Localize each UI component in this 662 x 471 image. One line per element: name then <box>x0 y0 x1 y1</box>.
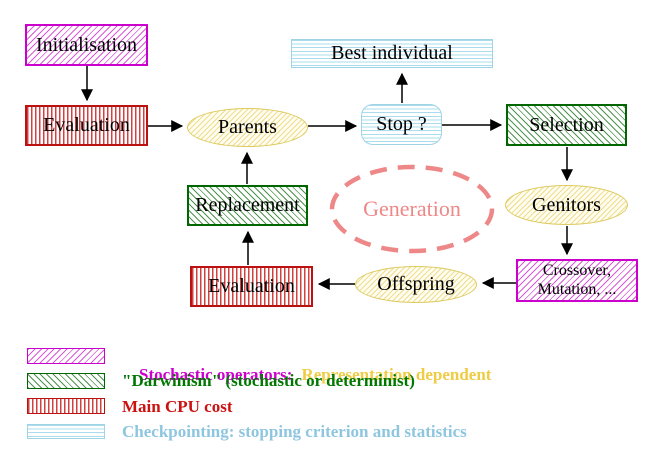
legend-text-representation: Representation dependent <box>301 365 492 384</box>
legend-swatch-darwinism <box>27 373 105 389</box>
node-crossover-mutation: Crossover, Mutation, ... <box>516 259 638 302</box>
legend-label-darwinism: "Darwinism" (stochastic or determinist) <box>122 371 415 390</box>
node-stop: Stop ? <box>361 104 442 145</box>
legend-label-checkpointing: Checkpointing: stopping criterion and st… <box>122 422 467 441</box>
node-parents: Parents <box>187 108 308 147</box>
legend-label-stochastic-operators: Stochastic operators: Representation depe… <box>122 345 491 405</box>
legend-swatch-checkpointing <box>27 424 105 439</box>
legend-label-main-cpu-cost: Main CPU cost <box>122 397 233 416</box>
node-evaluation-bottom: Evaluation <box>190 266 313 307</box>
crossover-line2: Mutation, ... <box>537 280 617 298</box>
legend-swatch-stochastic-operators <box>27 348 105 364</box>
crossover-line1: Crossover, <box>542 262 612 280</box>
node-best-individual: Best individual <box>291 39 493 68</box>
node-offspring: Offspring <box>355 266 477 303</box>
node-genitors: Genitors <box>505 185 628 225</box>
node-selection: Selection <box>506 104 627 146</box>
generation-dashed-ellipse <box>329 164 495 254</box>
node-evaluation-top: Evaluation <box>25 105 148 146</box>
node-initialisation: Initialisation <box>25 24 148 66</box>
generation-label: Generation <box>363 196 461 221</box>
node-replacement: Replacement <box>187 185 308 226</box>
legend-swatch-main-cpu-cost <box>27 398 105 414</box>
legend-text-stochastic: Stochastic operators: <box>139 365 293 384</box>
